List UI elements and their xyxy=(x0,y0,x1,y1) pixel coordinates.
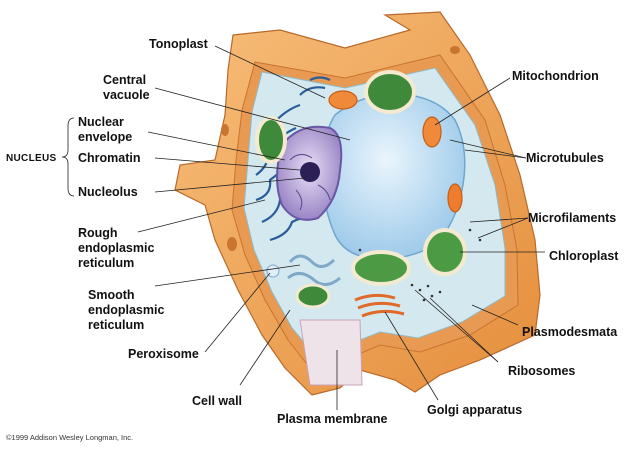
label-smooth-er-3: reticulum xyxy=(88,318,144,332)
label-nucleus: Nucleus xyxy=(6,153,56,164)
label-nuclear-envelope-1: Nuclear xyxy=(78,115,124,129)
label-chromatin: Chromatin xyxy=(78,151,141,165)
label-rough-er-3: reticulum xyxy=(78,256,134,270)
chloroplasts xyxy=(255,70,467,309)
label-plasmodesmata: Plasmodesmata xyxy=(522,325,618,339)
label-smooth-er-2: endoplasmic xyxy=(88,303,164,317)
label-nucleolus: Nucleolus xyxy=(78,185,138,199)
label-tonoplast: Tonoplast xyxy=(149,37,209,51)
label-golgi-apparatus: Golgi apparatus xyxy=(427,403,522,417)
plasma-membrane xyxy=(299,319,363,386)
label-mitochondrion: Mitochondrion xyxy=(512,69,599,83)
label-nuclear-envelope-2: envelope xyxy=(78,130,132,144)
copyright-note: ©1999 Addison Wesley Longman, Inc. xyxy=(6,433,133,442)
label-rough-er-2: endoplasmic xyxy=(78,241,154,255)
golgi-apparatus xyxy=(354,293,405,318)
nucleus xyxy=(276,125,343,221)
label-microtubules: Microtubules xyxy=(526,151,604,165)
label-plasma-membrane: Plasma membrane xyxy=(277,412,388,426)
label-ribosomes: Ribosomes xyxy=(508,364,575,378)
ribosomes-dots xyxy=(358,228,482,302)
label-central-vacuole-1: Central xyxy=(103,73,146,87)
nucleolus-shape xyxy=(300,162,320,182)
label-smooth-er-1: Smooth xyxy=(88,288,135,302)
label-central-vacuole-2: vacuole xyxy=(103,88,150,102)
label-peroxisome: Peroxisome xyxy=(128,347,199,361)
leader-lines xyxy=(61,45,545,410)
labels: Tonoplast Central vacuole Nuclear envelo… xyxy=(6,37,619,442)
label-rough-er-1: Rough xyxy=(78,226,118,240)
label-microfilaments: Microfilaments xyxy=(528,211,616,225)
label-chloroplast: Chloroplast xyxy=(549,249,619,263)
label-cell-wall: Cell wall xyxy=(192,394,242,408)
peroxisome-shape xyxy=(266,264,280,278)
